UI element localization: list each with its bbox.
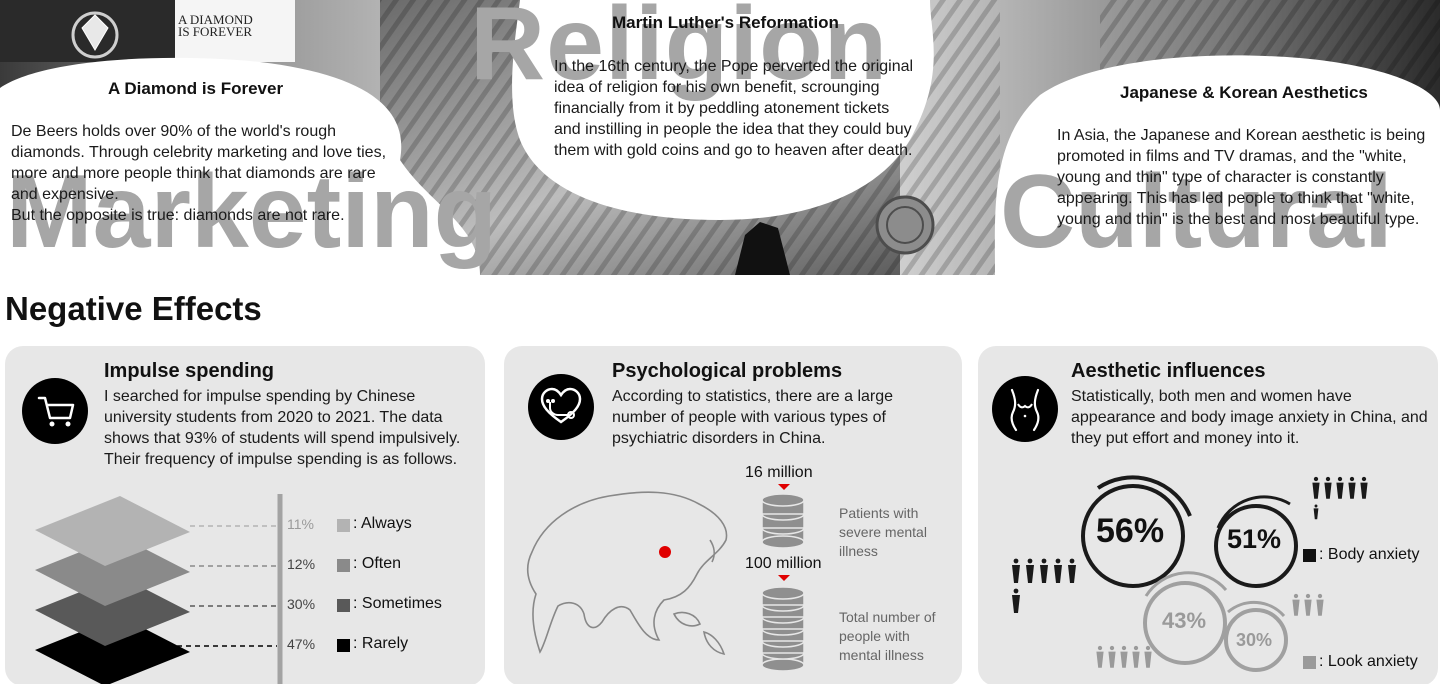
male-person-icon xyxy=(1348,476,1356,499)
cultural-big-word: Cultural xyxy=(1000,154,1393,270)
female-body-icon xyxy=(992,376,1058,442)
male-person-icon xyxy=(1292,593,1300,616)
layer-pct-2: 12% xyxy=(287,556,316,572)
database-large-icon xyxy=(761,575,805,672)
layer-swatch-4 xyxy=(337,639,350,652)
seal-stamp xyxy=(875,195,935,255)
marketing-big-word: Marketing xyxy=(6,154,498,270)
female-person-icon xyxy=(1132,645,1140,668)
impulse-panel: Impulse spending I searched for impulse … xyxy=(5,346,485,684)
male-person-icon xyxy=(1360,476,1368,499)
cultural-body: In Asia, the Japanese and Korean aesthet… xyxy=(1057,127,1426,228)
stat-16-million-label: Patients with severe mental illness xyxy=(839,505,927,559)
female-person-icon xyxy=(1120,645,1128,668)
aesthetic-title: Aesthetic influences xyxy=(1071,360,1266,382)
figure-silhouette xyxy=(735,222,790,275)
female-person-icon xyxy=(1068,558,1076,583)
cultural-title: Japanese & Korean Aesthetics xyxy=(1120,83,1368,102)
stat-100-million-label: Total number of people with mental illne… xyxy=(839,609,936,663)
female-person-icon xyxy=(1054,558,1062,583)
male-person-icon xyxy=(1312,476,1320,499)
male-person-icon xyxy=(1324,476,1332,499)
layer-label-4: : Rarely xyxy=(353,635,409,652)
impulse-title: Impulse spending xyxy=(104,360,275,382)
female-person-icon xyxy=(1026,558,1034,583)
cultural-cloud xyxy=(994,55,1440,275)
layer-swatch-3 xyxy=(337,599,350,612)
marketing-body: De Beers holds over 90% of the world's r… xyxy=(11,123,387,224)
aesthetic-body: Statistically, both men and women have a… xyxy=(1071,388,1428,447)
layer-pct-4: 47% xyxy=(287,636,316,652)
male-body-anxiety-pct: 51% xyxy=(1227,524,1282,554)
religion-big-word: Religion xyxy=(470,0,889,102)
stack-layer-2 xyxy=(35,536,190,606)
male-person-icon xyxy=(1313,504,1319,520)
layer-swatch-2 xyxy=(337,559,350,572)
aesthetic-panel: Aesthetic influences Statistically, both… xyxy=(978,346,1438,684)
layer-swatch-1 xyxy=(337,519,350,532)
female-person-icon xyxy=(1108,645,1116,668)
body-anxiety-swatch xyxy=(1303,549,1316,562)
female-person-icon xyxy=(1040,558,1048,583)
religion-body: In the 16th century, the Pope perverted … xyxy=(554,58,914,159)
layer-label-2: : Often xyxy=(353,555,402,572)
asia-map xyxy=(526,491,728,656)
diamond-ad-text: A DIAMOND IS FOREVER xyxy=(178,12,253,39)
section-title: Negative Effects xyxy=(5,290,262,327)
male-person-icon xyxy=(1316,593,1324,616)
shopping-cart-icon xyxy=(22,378,88,444)
layer-label-1: : Always xyxy=(353,515,412,532)
look-anxiety-label: : Look anxiety xyxy=(1319,653,1418,670)
male-person-icon xyxy=(1336,476,1344,499)
religion-title: Martin Luther's Reformation xyxy=(612,13,839,32)
stack-layer-1 xyxy=(35,496,190,566)
database-small-icon xyxy=(761,484,805,549)
body-anxiety-label: : Body anxiety xyxy=(1319,546,1420,563)
layer-stack-chart xyxy=(35,494,283,684)
marketing-title: A Diamond is Forever xyxy=(108,79,284,98)
layer-pct-1: 11% xyxy=(287,516,314,532)
female-person-icon xyxy=(1144,645,1152,668)
male-look-anxiety-pct: 30% xyxy=(1236,630,1273,650)
female-person-icon xyxy=(1096,645,1104,668)
female-person-icon xyxy=(1012,558,1020,583)
female-look-anxiety-pct: 43% xyxy=(1162,608,1207,633)
layer-label-3: : Sometimes xyxy=(353,595,442,612)
anxiety-rings xyxy=(1012,475,1368,672)
look-anxiety-swatch xyxy=(1303,656,1316,669)
top-collage xyxy=(0,0,1440,275)
psych-title: Psychological problems xyxy=(612,360,843,382)
marketing-cloud xyxy=(0,57,480,275)
female-person-icon xyxy=(1012,588,1020,613)
stat-100-million-value: 100 million xyxy=(745,555,822,572)
male-person-icon xyxy=(1304,593,1312,616)
psych-body: According to statistics, there are a lar… xyxy=(612,388,894,447)
stat-16-million-value: 16 million xyxy=(745,464,813,481)
stethoscope-heart-icon xyxy=(528,374,594,440)
china-marker xyxy=(659,546,671,558)
stack-layer-4 xyxy=(35,616,190,684)
psych-panel: Psychological problems According to stat… xyxy=(504,346,962,684)
impulse-body: I searched for impulse spending by Chine… xyxy=(104,388,461,468)
diamond-ring-icon xyxy=(71,11,119,59)
female-body-anxiety-pct: 56% xyxy=(1096,512,1165,550)
layer-pct-3: 30% xyxy=(287,596,316,612)
stack-layer-3 xyxy=(35,576,190,646)
religion-cloud xyxy=(512,0,934,220)
top-band: Religion Marketing Cultural A DIAMOND IS… xyxy=(0,0,1440,275)
